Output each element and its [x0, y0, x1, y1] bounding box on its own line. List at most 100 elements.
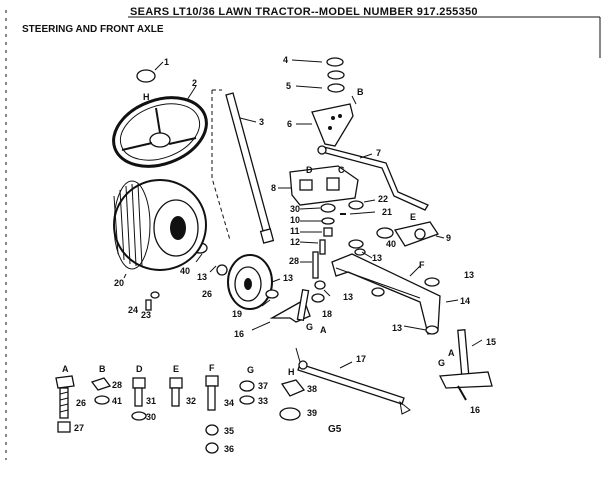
letter-B: B: [357, 87, 364, 97]
callout-38: 38: [307, 384, 317, 394]
callout-17: 17: [356, 354, 366, 364]
part-3-steering-shaft: [211, 89, 275, 244]
part-17-tie-rod: [295, 347, 411, 415]
callout-numbers: 1 2 3 4 5 6 7 8 9 30 10 11 12 22 21 40 1…: [74, 55, 496, 454]
key-nut-B: [90, 377, 112, 405]
letter-F: F: [419, 260, 425, 270]
key-bolt-A: [55, 375, 75, 433]
callout-12: 12: [290, 237, 300, 247]
callout-21: 21: [382, 207, 392, 217]
key-letter-H: H: [288, 367, 295, 377]
callout-13f: 13: [392, 323, 402, 333]
callout-41: 41: [112, 396, 122, 406]
part-10-11-12-hardware: [299, 203, 336, 255]
callout-30a: 30: [290, 204, 300, 214]
callout-7: 7: [376, 148, 381, 158]
callout-13a: 13: [372, 253, 382, 263]
callout-6: 6: [287, 119, 292, 129]
callout-27: 27: [74, 423, 84, 433]
callout-15: 15: [486, 337, 496, 347]
diagram-title: SEARS LT10/36 LAWN TRACTOR--MODEL NUMBER…: [130, 6, 478, 18]
callout-35: 35: [224, 426, 234, 436]
part-23-24-bolt: [145, 291, 160, 311]
key-letter-D: D: [136, 364, 143, 374]
letter-A-right: A: [448, 348, 455, 358]
letter-E: E: [410, 212, 416, 222]
part-2-steering-wheel: [112, 85, 208, 168]
callout-33: 33: [258, 396, 268, 406]
part-21-22: [340, 199, 376, 215]
leader-lines: [209, 251, 427, 331]
callout-1: 1: [164, 57, 169, 67]
callout-22: 22: [378, 194, 388, 204]
callout-13c: 13: [283, 273, 293, 283]
part-13-washers: [314, 248, 440, 290]
callout-20: 20: [114, 278, 124, 288]
callout-16a: 16: [234, 329, 244, 339]
key-bolt-F: [205, 375, 219, 454]
callout-40a: 40: [386, 239, 396, 249]
part-16-pin-right: [457, 385, 467, 401]
key-nut-H: [279, 379, 306, 421]
callout-24: 24: [128, 305, 138, 315]
part-16-spindle-left: [251, 288, 311, 331]
callout-26a: 26: [202, 289, 212, 299]
key-letter-A: A: [62, 364, 69, 374]
key-letter-F: F: [209, 363, 215, 373]
callout-30b: 30: [146, 412, 156, 422]
callout-37: 37: [258, 381, 268, 391]
callout-10: 10: [290, 215, 300, 225]
part-29-pin: [300, 251, 319, 279]
letter-C: C: [338, 165, 345, 175]
part-8-bracket: [278, 165, 359, 206]
letter-G-right: G: [438, 358, 445, 368]
callout-13d: 13: [343, 292, 353, 302]
part-1-cap: [136, 61, 164, 83]
part-7-drag-link: [317, 145, 429, 211]
callout-8: 8: [271, 183, 276, 193]
callout-4: 4: [283, 55, 288, 65]
key-bolt-D: [131, 377, 147, 421]
callout-18: 18: [322, 309, 332, 319]
part-9-pivot-arm: [376, 221, 445, 247]
callout-31: 31: [146, 396, 156, 406]
callout-39: 39: [307, 408, 317, 418]
part-40-washers: [192, 239, 364, 263]
callout-9: 9: [446, 233, 451, 243]
key-bolt-E: [169, 377, 183, 407]
diagram-subtitle: STEERING AND FRONT AXLE: [22, 24, 164, 35]
key-nut-G: [239, 380, 255, 405]
callout-14: 14: [460, 296, 470, 306]
callout-23: 23: [141, 310, 151, 320]
part-4-5-6-sector-gear: [291, 57, 357, 147]
callout-5: 5: [286, 81, 291, 91]
part-20-front-tire: [113, 179, 207, 279]
callout-19: 19: [232, 309, 242, 319]
part-14-front-axle: [331, 253, 459, 335]
key-letter-E: E: [173, 364, 179, 374]
callout-13b: 13: [197, 272, 207, 282]
callout-40b: 40: [180, 266, 190, 276]
key-letter-B: B: [99, 364, 106, 374]
figure-code: G5: [328, 424, 342, 435]
callout-2: 2: [192, 78, 197, 88]
callout-36a: 36: [224, 444, 234, 454]
part-15-spindle-right: [438, 329, 493, 389]
callout-3: 3: [259, 117, 264, 127]
letter-A-left: A: [320, 325, 327, 335]
key-letter-G: G: [247, 365, 254, 375]
callout-11: 11: [290, 226, 300, 236]
letter-H: H: [143, 92, 150, 102]
letter-D: D: [306, 165, 313, 175]
letter-G-left: G: [306, 322, 313, 332]
callout-26b: 26: [76, 398, 86, 408]
callout-34: 34: [224, 398, 234, 408]
callout-13e: 13: [464, 270, 474, 280]
callout-32: 32: [186, 396, 196, 406]
callout-16b: 16: [470, 405, 480, 415]
callout-28b: 28: [112, 380, 122, 390]
part-18-washer: [311, 293, 325, 303]
letter-labels: H B D C E F G A G A A B D E F G H: [62, 87, 455, 377]
